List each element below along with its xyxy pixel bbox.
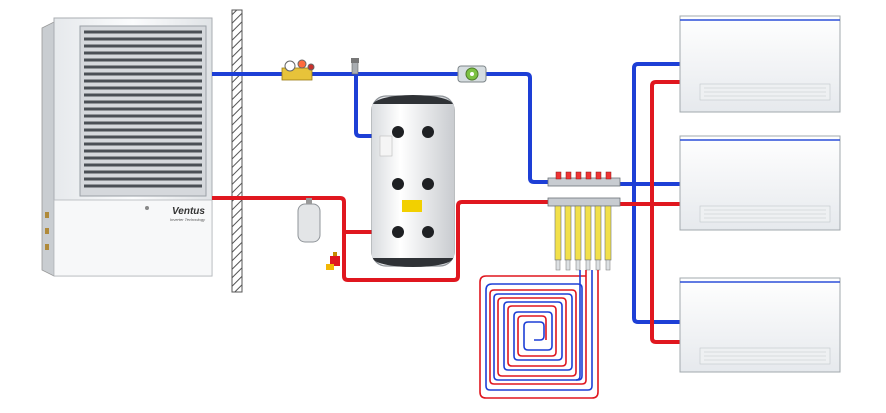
fan-coil-unit-2 [679,135,841,231]
tank-logo [402,200,422,212]
fan-coil-unit-1 [679,15,841,113]
circulation-pump [457,65,487,83]
tank-ports [392,126,434,238]
outdoor-heat-pump: Ventus Inverter Technology [41,17,213,277]
wall [231,9,243,293]
tank-label [379,135,393,157]
fan-coil-unit-3 [679,277,841,373]
air-vent [351,58,359,75]
grille-louvers [84,30,202,188]
return-pipes [212,80,682,344]
heat-pump-tagline: Inverter Technology [170,217,206,222]
service-connectors [45,212,49,250]
manifold-flowmeters [554,205,612,261]
manifold-valves [555,171,612,180]
underfloor-heating-loop [479,270,599,399]
buffer-tank [371,95,455,267]
expansion-vessel [297,198,321,243]
unit-badge [145,206,149,210]
safety-group [281,59,315,81]
supply-pipes [212,62,682,324]
underfloor-manifold [547,171,621,271]
heat-pump-brand: Ventus [172,206,205,217]
manifold-outlets [555,259,611,271]
drain-valve [326,252,340,270]
